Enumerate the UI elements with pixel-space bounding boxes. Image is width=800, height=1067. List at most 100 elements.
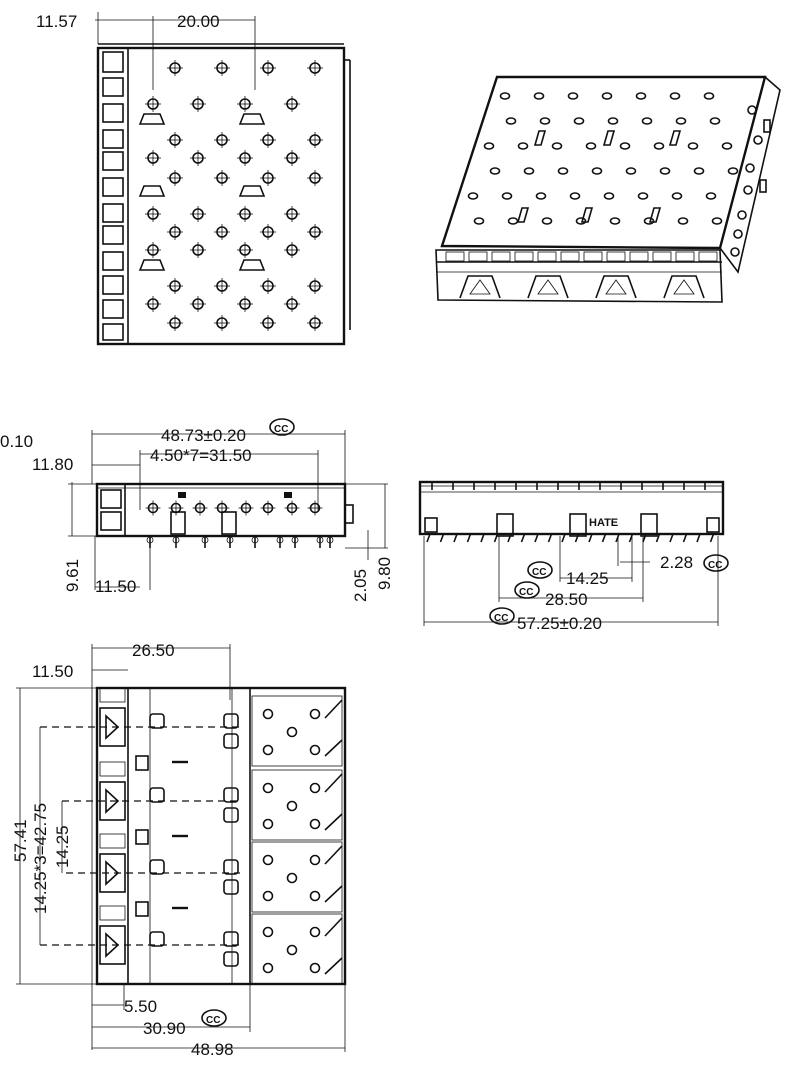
pin-head [291,536,299,544]
dim-bottom-mid-length: 30.90 [143,1019,186,1038]
latch-line [324,699,343,719]
front-pin [682,533,688,543]
contact-pad [223,879,239,895]
iso-hole [505,117,517,125]
dim-side-height-right: 9.80 [375,557,394,590]
latch-line [324,917,343,937]
iso-hole [671,192,683,200]
iso-latch [516,207,530,223]
pin-head [251,536,259,544]
iso-hole [585,142,597,150]
iso-port-arrow [605,279,627,295]
pin-head [172,536,180,544]
iso-slot [675,251,695,262]
iso-hole [507,217,519,225]
iso-hole [637,192,649,200]
mount-hole [262,818,274,830]
iso-hole [705,192,717,200]
pin-head [276,536,284,544]
iso-hole [641,117,653,125]
side-view: 48.73±0.20 4.50*7=31.50 11.80 0.10 9.61 … [0,418,394,602]
front-pin [453,533,458,543]
mount-hole [262,708,274,720]
contact-pad [223,859,239,875]
iso-port [527,275,569,299]
port-slot [99,687,126,703]
mount-hole [286,872,298,884]
right-cell [251,695,343,767]
front-pin [601,533,607,543]
front-pin [507,533,512,543]
iso-slot [698,251,718,262]
iso-hole [483,142,495,150]
critical-mark: CC [269,418,295,436]
iso-slot [491,251,511,262]
iso-hole [473,217,485,225]
iso-hole [467,192,479,200]
dim-bottom-edge-offset: 5.50 [124,997,157,1016]
front-pin [426,533,431,543]
mount-hole [262,890,274,902]
dim-front-overall-length: 57.25±0.20 [517,614,602,633]
iso-slot [583,251,603,262]
front-pin [588,533,593,543]
iso-slot [514,251,534,262]
iso-port-arrow [537,279,559,295]
iso-port-arrow [673,279,695,295]
dim-bottom-overall-length: 48.98 [191,1040,234,1059]
contact-pad [149,787,165,803]
clip [135,901,149,917]
iso-latch [668,130,682,146]
latch-line [324,885,343,903]
latch-line [324,813,343,831]
contact-pad [223,807,239,823]
iso-latch [533,130,547,146]
bottom-view-ports [99,687,343,985]
iso-port [459,275,501,299]
iso-hole [539,117,551,125]
front-pin [615,533,620,543]
iso-hole [703,92,715,100]
mount-hole [286,800,298,812]
port-arrow [105,788,120,814]
iso-hole [677,217,689,225]
iso-hole [603,192,615,200]
iso-hole [489,167,501,175]
iso-hole [643,217,655,225]
contact-pad [223,931,239,947]
mount-hole [262,744,274,756]
iso-slot [537,251,557,262]
front-pin [534,533,539,543]
front-pin [669,533,674,543]
front-pin [520,533,526,543]
iso-slot [606,251,626,262]
iso-hole [523,167,535,175]
dim-side-overall-width: 48.73±0.20 [161,426,246,445]
latch-line [324,773,343,793]
dim-side-left-offset: 11.80 [32,455,73,474]
front-view-outline [418,480,725,536]
iso-latch [648,207,662,223]
svg-text:CC: CC [519,587,533,598]
svg-text:CC: CC [532,567,546,578]
iso-hole [659,167,671,175]
contact-pad [223,787,239,803]
iso-hole [601,92,613,100]
port-slot [99,833,126,849]
isometric-view [435,75,781,303]
pin-head [226,536,234,544]
iso-side-features [730,105,771,257]
critical-mark: CC [514,581,540,599]
mount-hole [262,962,274,974]
iso-hole [591,167,603,175]
pin-head [316,536,324,544]
front-view-fins [420,482,723,493]
iso-latch [580,207,594,223]
bottom-view-outline [95,686,347,986]
iso-hole [675,117,687,125]
dim-side-hole-pitch: 4.50*7=31.50 [150,446,252,465]
iso-port-arrow [469,279,491,295]
mount-hole [309,744,321,756]
dim-side-pin-length: 2.05 [351,569,370,602]
mount-hole [262,854,274,866]
